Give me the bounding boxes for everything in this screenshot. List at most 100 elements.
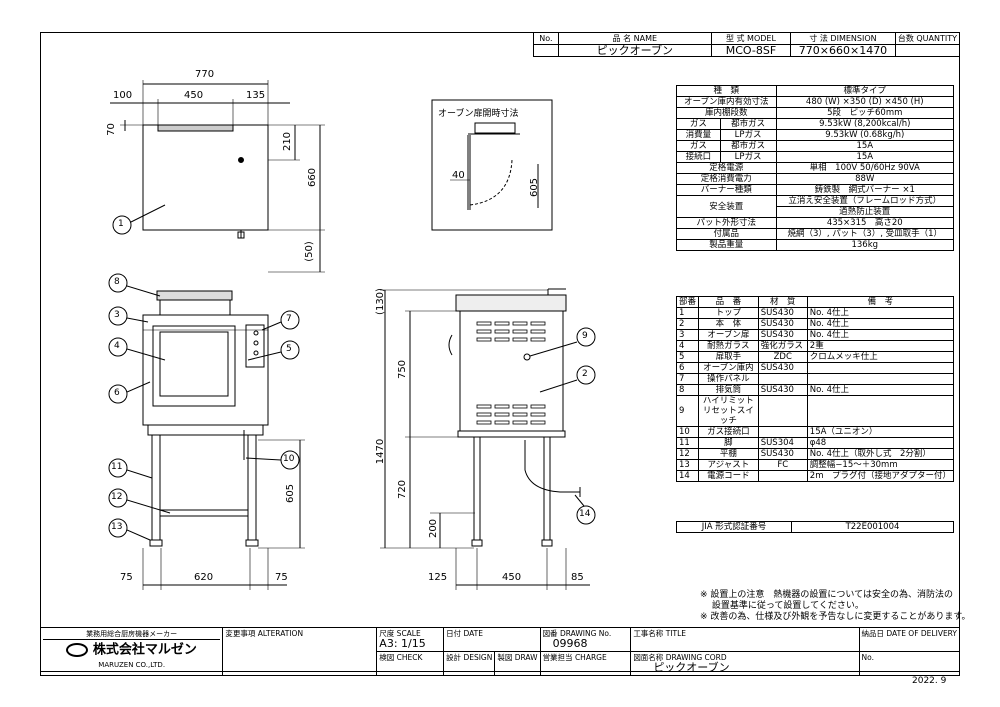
dim-770: 770 — [195, 69, 215, 80]
part-note: 2m プラグ付（接地アダプター付） — [806, 470, 955, 482]
callout-14: 14 — [579, 509, 591, 519]
callout-5: 5 — [286, 344, 292, 354]
part-name: 扉取手 — [698, 351, 759, 363]
spec-label: 製品重量 — [676, 239, 777, 251]
part-material: SUS430 — [757, 448, 808, 460]
spec-value: 立消え安全装置（フレームロッド方式） — [775, 195, 955, 207]
part-name: 脚 — [698, 437, 759, 449]
drawing-name: ピックオーブン — [653, 661, 730, 674]
spec-label: 付属品 — [676, 228, 777, 240]
front-view — [142, 290, 305, 590]
callout-1: 1 — [118, 219, 124, 229]
title-block: 業務用総合厨房機器メーカー 株式会社マルゼン MARUZEN CO.,LTD. … — [39, 627, 961, 676]
spec-value: 9.53kW (8,200kcal/h) — [775, 118, 955, 130]
logo-mark-icon — [66, 643, 89, 657]
callout-6: 6 — [114, 388, 120, 398]
dim-720: 720 — [397, 479, 409, 500]
product-dimension: 770×660×1470 — [790, 44, 896, 57]
no-label-bottom: No. — [861, 653, 874, 662]
dim-100: 100 — [113, 90, 133, 101]
spec-sublabel: 都市ガス — [719, 118, 777, 130]
part-no: 9 — [675, 395, 700, 427]
part-note: No. 4仕上 — [806, 307, 955, 319]
spec-value: 過熱防止装置 — [775, 206, 955, 218]
product-model: MCO-8SF — [710, 44, 792, 57]
spec-value: 9.53kW (0.68kg/h) — [775, 129, 955, 141]
dim-450: 450 — [184, 90, 204, 101]
part-material: ZDC — [757, 351, 808, 363]
spec-sublabel: LPガス — [719, 129, 777, 141]
part-name: 電源コード — [698, 470, 759, 482]
part-note: 2重 — [806, 340, 955, 352]
dim-750: 750 — [397, 359, 409, 380]
part-name: 本 体 — [698, 318, 759, 330]
drawing-no: 09968 — [552, 637, 588, 650]
part-note: No. 4仕上 — [806, 384, 955, 396]
parts-header: 備 考 — [806, 296, 955, 308]
date-label: 日付 DATE — [446, 629, 483, 638]
spec-value: 5段 ピッチ60mm — [775, 107, 955, 119]
dim-620: 620 — [194, 572, 214, 583]
spec-value: 鋳鉄製 網式バーナー ×1 — [775, 184, 955, 196]
spec-label: 種 類 — [676, 85, 777, 97]
part-material: SUS304 — [757, 437, 808, 449]
part-material: 強化ガラス — [757, 340, 808, 352]
spec-label: ガス — [676, 140, 721, 152]
spec-value: 焼網（3）, パット（3）, 受皿取手（1） — [775, 228, 955, 240]
scale-value: A3: 1/15 — [379, 637, 426, 650]
part-name: トップ — [698, 307, 759, 319]
part-name: ガス接続口 — [698, 426, 759, 438]
spec-label: 定格消費電力 — [676, 173, 777, 185]
part-no: 12 — [675, 448, 700, 460]
part-name: 排気筒 — [698, 384, 759, 396]
part-name: ハイリミット リセットスイッチ — [698, 395, 759, 427]
spec-sublabel: LPガス — [719, 151, 777, 163]
spec-label: 定格電源 — [676, 162, 777, 174]
dim-605-side: 605 — [285, 483, 297, 504]
part-material: SUS430 — [757, 318, 808, 330]
spec-label: 消費量 — [676, 129, 721, 141]
part-no: 4 — [675, 340, 700, 352]
callout-7: 7 — [286, 314, 292, 324]
dim-210: 210 — [282, 131, 294, 152]
part-no: 5 — [675, 351, 700, 363]
spec-value: 単相 100V 50/60Hz 90VA — [775, 162, 955, 174]
part-material — [757, 426, 808, 438]
part-name: アジャスト — [698, 459, 759, 471]
spec-value: 88W — [775, 173, 955, 185]
dim-660: 660 — [307, 167, 319, 188]
door-open-view — [431, 99, 553, 231]
spec-sublabel: 都市ガス — [719, 140, 777, 152]
part-name: 耐熱ガラス — [698, 340, 759, 352]
dim-135: 135 — [246, 90, 266, 101]
note-line-1: ※ 設置上の注意 熱機器の設置については安全の為、消防法の — [700, 590, 953, 600]
alteration-cell: 変更事項 ALTERATION — [222, 627, 378, 676]
part-material — [757, 470, 808, 482]
draw-label: 製図 DRAW — [497, 653, 538, 662]
part-note — [806, 395, 955, 427]
callout-4: 4 — [114, 341, 120, 351]
dim-75-left: 75 — [120, 572, 133, 583]
dim-130: (130) — [374, 288, 386, 315]
part-material: SUS430 — [757, 362, 808, 374]
spec-value: 480 (W) ×350 (D) ×450 (H) — [775, 96, 955, 108]
part-note: φ48 — [806, 437, 955, 449]
part-material: SUS430 — [757, 384, 808, 396]
scale-label: 尺度 SCALE — [379, 629, 421, 638]
part-material — [757, 373, 808, 385]
part-note: No. 4仕上 — [806, 318, 955, 330]
part-material: FC — [757, 459, 808, 471]
part-no: 3 — [675, 329, 700, 341]
dim-200: 200 — [428, 518, 440, 539]
